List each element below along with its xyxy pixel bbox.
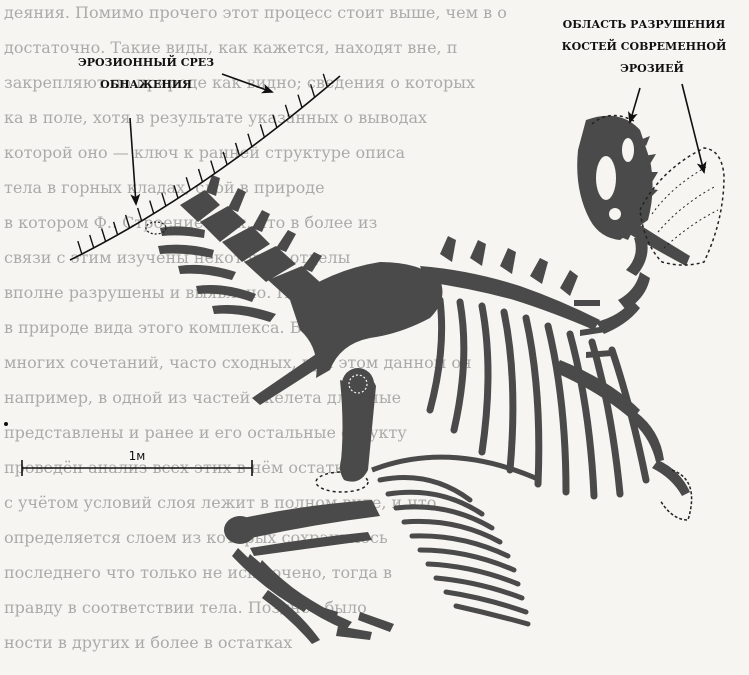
hatch-tick xyxy=(150,201,154,214)
arrow-to-skull-top xyxy=(630,88,640,122)
hatch-tick xyxy=(90,235,94,248)
margin-dot xyxy=(4,422,8,426)
hatch-tick xyxy=(298,95,302,108)
erosion-cut-line xyxy=(70,76,340,260)
background-text-line: ка в поле, хотя в результате указанных о… xyxy=(4,108,427,127)
dorsal-vertebrae xyxy=(420,236,600,330)
damage-label-line-3: ЭРОЗИЕЙ xyxy=(620,60,684,75)
knee-joint xyxy=(342,368,374,400)
background-text-line: деяния. Помимо прочего этот процесс стои… xyxy=(4,3,507,22)
background-text-line: ности в других и более в остатках xyxy=(4,633,292,652)
background-text-line: которой оно — ключ к ранней структуре оп… xyxy=(4,143,405,162)
damage-label-line-2: КОСТЕЙ СОВРЕМЕННОЙ xyxy=(562,38,727,53)
background-text-line: достаточно. Такие виды, как кажется, нах… xyxy=(4,38,457,57)
background-text-line: последнего что только не исключено, тогд… xyxy=(4,563,392,582)
arrow-to-snout xyxy=(682,84,704,172)
hatch-tick xyxy=(211,161,215,174)
background-text-line: тела в горных кладах, слой в природе xyxy=(4,178,325,197)
forearm xyxy=(652,460,690,496)
background-text-line: многих сочетаний, часто сходных, при это… xyxy=(4,353,472,372)
outcrop-label-line-1: ЭРОЗИОННЫЙ СРЕЗ xyxy=(78,54,214,69)
outcrop-label-line-2: ОБНАЖЕНИЯ xyxy=(100,78,192,91)
scale-bar-label: 1м xyxy=(129,449,146,463)
damage-label-line-1: ОБЛАСТЬ РАЗРУШЕНИЯ xyxy=(563,18,726,31)
background-text-line: закрепляют по природе как видно; сведени… xyxy=(4,73,475,92)
